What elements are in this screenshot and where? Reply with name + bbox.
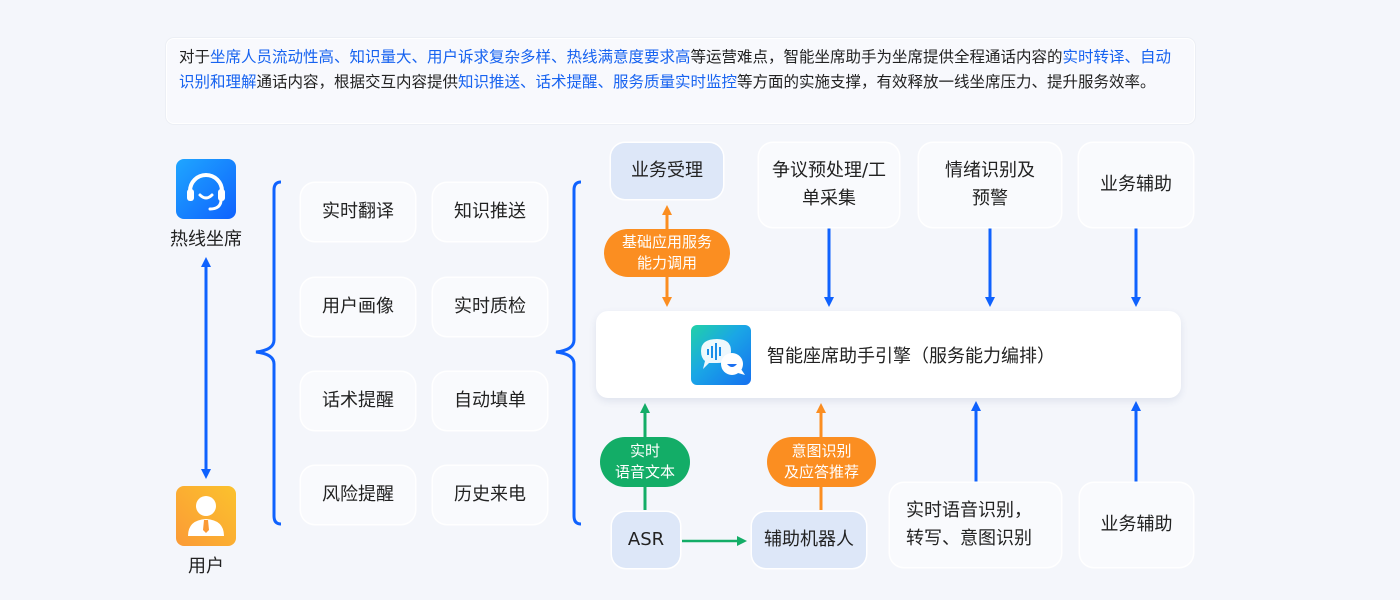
intro-highlight: 知识推送、话术提醒、服务质量实时监控: [458, 73, 738, 91]
feature-item: 用户画像: [301, 278, 415, 336]
intro-highlight: 坐席人员流动性高、知识量大、用户诉求复杂多样、热线满意度要求高: [210, 48, 691, 66]
node-business: 业务受理: [611, 143, 723, 199]
node-emotion-label: 情绪识别及 预警: [945, 160, 1035, 209]
pill-basic-service-label: 基础应用服务 能力调用: [621, 233, 712, 272]
node-speech-label: 实时语音识别， 转写、意图识别: [906, 500, 1032, 549]
feature-item: 风险提醒: [301, 466, 415, 524]
node-dispute-label: 争议预处理/工 单采集: [771, 160, 887, 209]
right-brace: [555, 180, 582, 526]
intro-paragraph: 对于坐席人员流动性高、知识量大、用户诉求复杂多样、热线满意度要求高等运营难点，智…: [166, 38, 1195, 124]
feature-item-label: 历史来电: [454, 484, 526, 505]
feature-item-label: 知识推送: [454, 201, 526, 222]
feature-item-label: 实时质检: [454, 296, 526, 317]
feature-item: 历史来电: [433, 466, 547, 524]
node-assist-top-label: 业务辅助: [1100, 174, 1172, 195]
feature-item: 自动填单: [433, 372, 547, 430]
chat-voice-icon: [691, 324, 751, 385]
feature-item: 实时质检: [433, 278, 547, 336]
node-assist-top: 业务辅助: [1079, 143, 1193, 227]
node-asr: ASR: [612, 512, 680, 568]
actor-user-label: 用户: [188, 556, 224, 577]
intro-text: 等运营难点，智能坐席助手为坐席提供全程通话内容的: [690, 48, 1063, 66]
pill-realtime-text: 实时 语音文本: [600, 437, 690, 487]
feature-item-label: 用户画像: [322, 296, 394, 317]
engine-box: 智能座席助手引擎（服务能力编排）: [596, 311, 1181, 398]
feature-item-label: 话术提醒: [322, 390, 394, 411]
intro-highlight: 实时转译、自动识别和理解: [179, 48, 1172, 91]
node-business-label: 业务受理: [631, 160, 703, 181]
actor-agent-label: 热线坐席: [170, 229, 242, 250]
feature-item-label: 风险提醒: [322, 484, 394, 505]
node-dispute: 争议预处理/工 单采集: [759, 143, 899, 227]
node-speech: 实时语音识别， 转写、意图识别: [890, 483, 1061, 567]
actor-user: 用户: [166, 486, 246, 578]
intro-text: 对于: [179, 48, 211, 66]
pill-intent-label: 意图识别 及应答推荐: [783, 442, 859, 481]
pill-basic-service: 基础应用服务 能力调用: [604, 229, 730, 277]
actor-agent: 热线坐席: [166, 159, 246, 251]
feature-item: 话术提醒: [301, 372, 415, 430]
feature-item: 知识推送: [433, 183, 547, 241]
node-emotion: 情绪识别及 预警: [919, 143, 1061, 227]
node-robot-label: 辅助机器人: [764, 529, 854, 550]
headset-icon: [176, 159, 236, 219]
intro-text: 等方面的实施支撑，有效释放一线坐席压力、提升服务效率。: [737, 73, 1156, 91]
pill-realtime-text-label: 实时 语音文本: [614, 442, 675, 481]
node-asr-label: ASR: [627, 529, 665, 550]
node-assist-bottom: 业务辅助: [1080, 483, 1193, 567]
node-robot: 辅助机器人: [752, 512, 866, 568]
feature-item-label: 自动填单: [454, 390, 526, 411]
engine-label: 智能座席助手引擎（服务能力编排）: [767, 345, 1055, 367]
intro-text: 通话内容，根据交互内容提供: [256, 73, 459, 91]
node-assist-bottom-label: 业务辅助: [1100, 514, 1173, 535]
left-brace: [255, 180, 282, 526]
user-icon: [176, 486, 236, 546]
feature-item-label: 实时翻译: [322, 201, 394, 222]
feature-item: 实时翻译: [301, 183, 415, 241]
pill-intent: 意图识别 及应答推荐: [767, 437, 876, 487]
